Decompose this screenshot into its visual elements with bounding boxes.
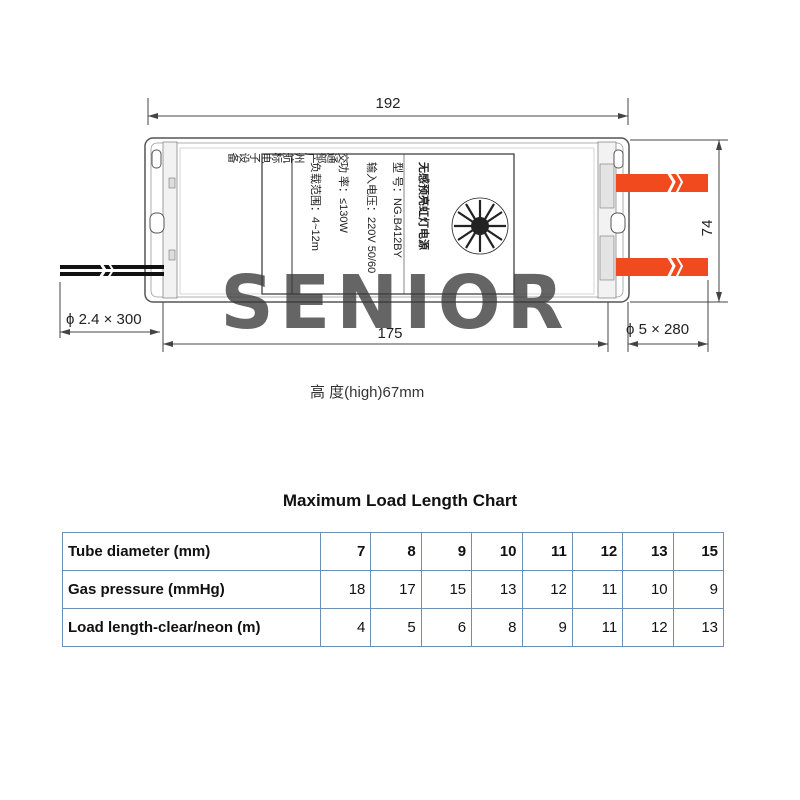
table-cell: 18 (319, 570, 372, 609)
table-row-header: Tube diameter (mm) (62, 532, 321, 571)
table-cell: 13 (672, 608, 725, 647)
table-cell: 4 (319, 608, 372, 647)
mounting-slot-left-top (151, 149, 162, 169)
senior-watermark: SENIOR (220, 260, 569, 346)
input-wire-bottom (60, 272, 164, 276)
table-cell: 10 (622, 570, 674, 609)
table-cell: 13 (471, 570, 523, 609)
chart-title: Maximum Load Length Chart (282, 491, 518, 510)
table-cell: 7 (319, 532, 372, 571)
product-label: 交通部广州航标电子设备 负载范围：4~12m 功 率：≤130W 输入电压：22… (227, 151, 515, 295)
output-wire-top (616, 174, 708, 192)
table-cell: 11 (571, 570, 624, 609)
table-cell: 9 (420, 532, 473, 571)
dimension-175: 175 (162, 302, 609, 352)
table-cell: 17 (370, 570, 422, 609)
table-cell: 12 (521, 570, 573, 609)
label-model: 型 号：NG.B412BY (391, 162, 405, 259)
mounting-slot-left-mid (149, 212, 165, 234)
output-wire-bottom (616, 258, 708, 276)
dimension-74-label: 74 (699, 220, 716, 237)
mounting-slot-right-mid (610, 212, 626, 234)
label-company: 交通部广州航标电子设备 (227, 151, 350, 164)
table-cell: 10 (471, 532, 523, 571)
ballast-dimension-drawing: 192 74 交通部广州航标电子设备 负载范围：4~12m (59, 95, 728, 352)
table-cell: 8 (370, 532, 422, 571)
dimension-192-label: 192 (375, 95, 400, 112)
height-note: 高 度(high)67mm (310, 384, 425, 401)
output-cable-label: ϕ 5 × 280 (626, 321, 689, 338)
label-load-range: 负载范围：4~12m (309, 162, 323, 251)
input-wires (60, 261, 164, 279)
table-cell: 11 (521, 532, 573, 571)
table-row-header: Gas pressure (mmHg) (62, 570, 321, 609)
table-cell: 12 (622, 608, 674, 647)
dimension-192: 192 (147, 95, 629, 125)
mounting-slot-right-top (613, 149, 624, 169)
table-cell: 5 (370, 608, 422, 647)
table-cell: 9 (521, 608, 573, 647)
table-cell: 6 (420, 608, 473, 647)
table-cell: 11 (571, 608, 624, 647)
dimension-74: 74 (630, 139, 728, 303)
table-cell: 9 (672, 570, 725, 609)
table-cell: 15 (420, 570, 473, 609)
label-title: 无感预亮虹灯电源 (417, 161, 431, 250)
brand-logo-icon (451, 197, 509, 255)
input-cable-label: ϕ 2.4 × 300 (66, 311, 142, 328)
table-cell: 13 (622, 532, 674, 571)
table-cell: 12 (571, 532, 624, 571)
dimension-input-cable: ϕ 2.4 × 300 (59, 282, 160, 338)
dimension-output-cable: ϕ 5 × 280 (626, 280, 709, 352)
dimension-175-label: 175 (377, 325, 402, 342)
table-cell: 8 (471, 608, 523, 647)
label-power: 功 率：≤130W (337, 162, 351, 233)
table-row-header: Load length-clear/neon (m) (62, 608, 321, 647)
label-input-voltage: 输入电压：220V 50/60 (365, 162, 379, 273)
table-cell: 15 (672, 532, 725, 571)
output-wires (616, 171, 708, 279)
